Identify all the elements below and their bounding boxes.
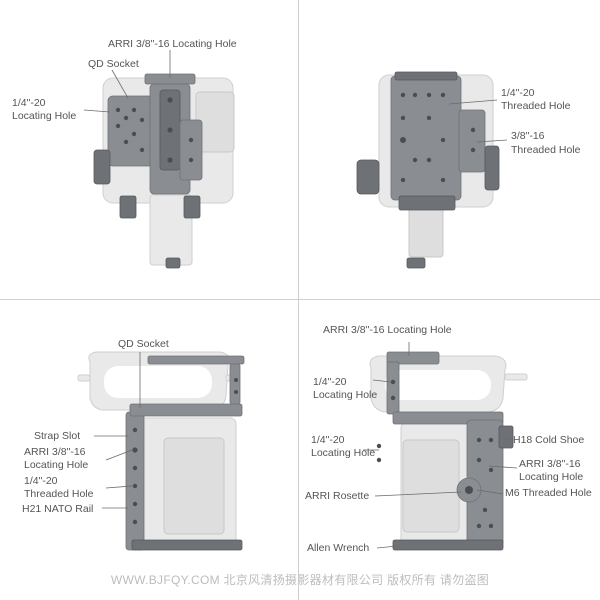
label-quarter-locating-a-line1: 1/4"-20	[313, 376, 347, 388]
label-allen-wrench: Allen Wrench	[307, 542, 370, 554]
label-quarter-threaded-line2: Threaded Hole	[501, 100, 571, 112]
label-m6-threaded-hole: M6 Threaded Hole	[505, 487, 592, 499]
label-quarter-locating-line2: Locating Hole	[12, 110, 77, 122]
label-arri-locating-line2: Locating Hole	[24, 459, 89, 471]
panel-right-side-view: ARRI 3/8"-16 Locating Hole 1/4"-20 Locat…	[299, 300, 597, 599]
panel-bottom-view: 1/4"-20 Threaded Hole 3/8"-16 Threaded H…	[299, 0, 597, 299]
watermark-text: WWW.BJFQY.COM 北京风清扬摄影器材有限公司 版权所有 请勿盗图	[110, 573, 490, 587]
label-quarter-threaded-line1: 1/4"-20	[501, 87, 535, 99]
label-qd-socket: QD Socket	[118, 338, 169, 350]
label-arri-top-locating-hole: ARRI 3/8"-16 Locating Hole	[323, 324, 452, 336]
label-arri-right-line1: ARRI 3/8"-16	[519, 458, 581, 470]
label-strap-slot: Strap Slot	[34, 430, 81, 442]
panel-top-view: ARRI 3/8"-16 Locating Hole QD Socket 1/4…	[0, 0, 298, 299]
label-quarter-locating-b-line2: Locating Hole	[311, 447, 376, 459]
label-nato-rail: H21 NATO Rail	[22, 503, 94, 515]
label-quarter-locating-line1: 1/4"-20	[12, 97, 46, 109]
label-three8-threaded-line1: 3/8"-16	[511, 130, 545, 142]
vertical-divider	[298, 0, 299, 600]
label-three8-threaded-line2: Threaded Hole	[511, 144, 581, 156]
label-cold-shoe: H18 Cold Shoe	[513, 434, 585, 446]
label-quarter-locating-b-line1: 1/4"-20	[311, 434, 345, 446]
label-arri-locating-line1: ARRI 3/8"-16	[24, 446, 86, 458]
label-arri-rosette: ARRI Rosette	[305, 490, 370, 502]
camera-cage-bottom-view-illustration	[356, 71, 508, 269]
label-quarter-threaded-line1: 1/4"-20	[24, 475, 58, 487]
label-arri-right-line2: Locating Hole	[519, 471, 584, 483]
label-quarter-threaded-line2: Threaded Hole	[24, 488, 94, 500]
camera-cage-left-side-illustration	[77, 351, 245, 551]
label-arri-locating-hole: ARRI 3/8"-16 Locating Hole	[108, 38, 237, 50]
label-quarter-locating-a-line2: Locating Hole	[313, 389, 378, 401]
panel-left-side-view: QD Socket Strap Slot ARRI 3/8"-16 Locati…	[0, 300, 298, 599]
camera-cage-right-side-illustration	[363, 342, 528, 551]
camera-cage-top-view-illustration	[83, 50, 235, 269]
horizontal-divider	[0, 299, 600, 300]
label-qd-socket: QD Socket	[88, 58, 139, 70]
